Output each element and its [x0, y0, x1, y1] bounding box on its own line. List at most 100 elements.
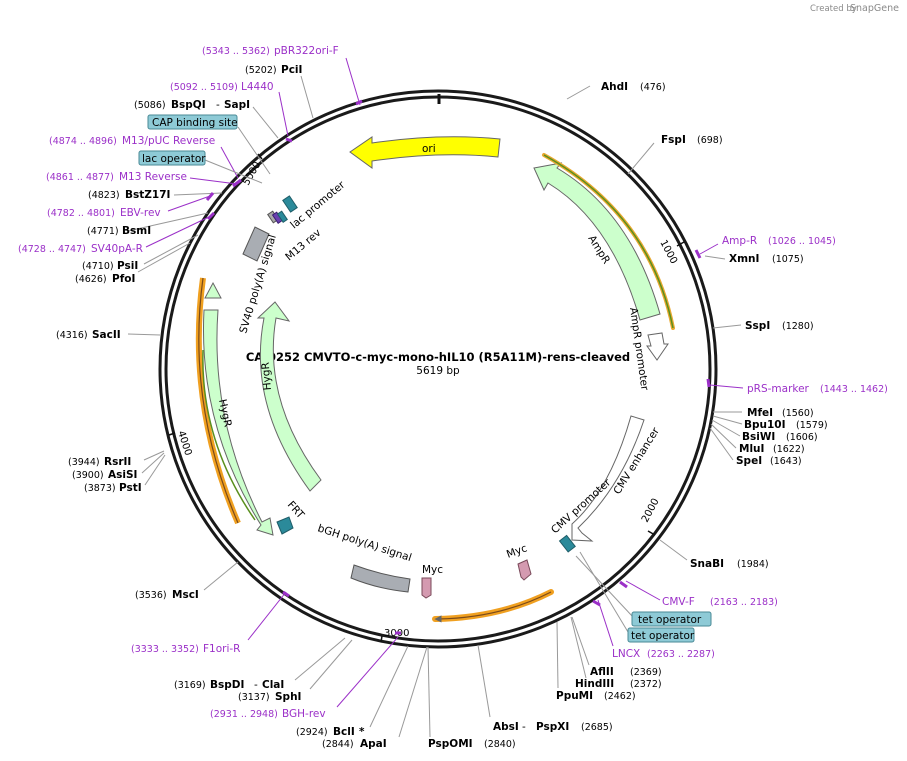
site-bpu10i-pos: (1579): [796, 420, 828, 431]
site-bsmi-pos: (4771): [87, 226, 119, 237]
site-psii-name: PsiI: [117, 260, 138, 272]
hygr-outer-label: HygR: [216, 398, 234, 428]
tet-operator-label-2: tet operator: [631, 630, 695, 642]
hygr-inner-label: HygR: [260, 362, 274, 391]
primers: pBR322ori-F (5343 .. 5362) L4440 (5092 .…: [18, 45, 888, 720]
site-sacii-pos: (4316): [56, 330, 88, 341]
site-pcii-name: PciI: [281, 64, 302, 76]
site-absi-name: AbsI: [493, 721, 519, 733]
site-bspqi-name: BspQI: [171, 99, 206, 111]
site-bspdi-name: BspDI: [210, 679, 244, 691]
ori-label: ori: [422, 143, 436, 155]
primer-lncx-range: (2263 .. 2287): [647, 649, 715, 660]
site-bsiwi-name: BsiWI: [742, 431, 775, 443]
primer-cmv-f-name: CMV-F: [662, 596, 695, 608]
site-bstz17i-name: BstZ17I: [125, 189, 170, 201]
site-bstz17i-pos: (4823): [88, 190, 120, 201]
primer-f1ori-r-name: F1ori-R: [203, 643, 240, 655]
site-msci-pos: (3536): [135, 590, 167, 601]
site-mfei-pos: (1560): [782, 408, 814, 419]
lac-operator-label: lac operator: [142, 153, 206, 165]
site-pspomi-name: PspOMI: [428, 738, 473, 750]
site-spei-pos: (1643): [770, 456, 802, 467]
bgh-label: bGH poly(A) signal: [316, 522, 413, 564]
lac-promoter-feature: lac promoter M13 rev: [267, 178, 348, 264]
svg-text:-: -: [254, 679, 258, 691]
sites-bottom: AflII (2369) HindIII (2372) PpuMI (2462)…: [135, 561, 662, 750]
primer-sv40pa-r-name: SV40pA-R: [91, 243, 143, 255]
site-sphi-name: SphI: [275, 691, 301, 703]
site-pcii-pos: (5202): [245, 65, 277, 76]
myc-inner-feature: Myc: [505, 542, 532, 581]
hygr-outer-feature: HygR: [195, 277, 274, 536]
primer-bgh-rev-range: (2931 .. 2948): [210, 709, 278, 720]
primer-bgh-rev-name: BGH-rev: [282, 708, 326, 720]
site-pfoi-pos: (4626): [75, 274, 107, 285]
site-mfei-name: MfeI: [747, 407, 773, 419]
site-sapi-name: SapI: [224, 99, 250, 111]
primer-m13-puc-reverse-range: (4874 .. 4896): [49, 136, 117, 147]
plasmid-name: CA-0252 CMVTO-c-myc-mono-hIL10 (R5A11M)-…: [246, 350, 630, 364]
site-bspqi-pos: (5086): [134, 100, 166, 111]
ampr-promoter-feature: AmpR promoter: [627, 307, 669, 392]
primer-prs-marker-range: (1443 .. 1462): [820, 384, 888, 395]
site-sspi-name: SspI: [745, 320, 770, 332]
cmv-promoter-label: CMV promoter: [549, 476, 614, 536]
site-sphi-pos: (3137): [238, 692, 270, 703]
svg-text:-: -: [216, 99, 220, 111]
primer-f1ori-r-range: (3333 .. 3352): [131, 644, 199, 655]
site-xmni-name: XmnI: [729, 253, 759, 265]
lac-promoter-label: lac promoter: [288, 178, 348, 231]
site-hindiii-pos: (2372): [630, 679, 662, 690]
myc-outer-label: Myc: [422, 564, 443, 576]
cap-binding-label: CAP binding site: [152, 117, 238, 129]
site-ppumi-name: PpuMI: [556, 690, 593, 702]
tet-operator-box-1: tet operator: [575, 555, 712, 627]
cap-binding-box: CAP binding site: [147, 114, 271, 175]
site-spei-name: SpeI: [736, 455, 762, 467]
site-snabi-pos: (1984): [737, 559, 769, 570]
site-hindiii-name: HindIII: [575, 678, 614, 690]
ampr-promoter-label: AmpR promoter: [627, 307, 651, 392]
site-pspxi-name: PspXI: [536, 721, 569, 733]
site-bsiwi-pos: (1606): [786, 432, 818, 443]
primer-cmv-f-range: (2163 .. 2183): [710, 597, 778, 608]
site-apai-pos: (2844): [322, 739, 354, 750]
orange-arc-bottom: [432, 589, 554, 622]
m13rev-label: M13 rev: [283, 227, 323, 264]
site-sspi-pos: (1280): [782, 321, 814, 332]
tick-2000: 2000: [640, 497, 662, 525]
site-mlui-name: MluI: [739, 443, 764, 455]
site-apai-name: ApaI: [360, 738, 387, 750]
tet-operator-box-2: tet operator: [579, 551, 695, 643]
tick-5000: 5000: [241, 160, 263, 188]
site-psii-pos: (4710): [82, 261, 114, 272]
site-fspi-pos: (698): [697, 135, 723, 146]
primer-prs-marker-name: pRS-marker: [747, 383, 810, 395]
site-ahdi-pos: (476): [640, 82, 666, 93]
site-bsmi-name: BsmI: [122, 225, 151, 237]
site-asisi-pos: (3900): [72, 470, 104, 481]
myc-outer-feature: Myc: [421, 564, 443, 599]
site-bcli-pos: (2924): [296, 727, 328, 738]
svg-text:-: -: [522, 721, 526, 733]
primer-sv40pa-r-range: (4728 .. 4747): [18, 244, 86, 255]
site-xmni-pos: (1075): [772, 254, 804, 265]
primer-m13-reverse-name: M13 Reverse: [119, 171, 187, 183]
site-rsrii-name: RsrII: [104, 456, 131, 468]
frt-feature: FRT: [276, 499, 307, 535]
site-mlui-pos: (1622): [773, 444, 805, 455]
primer-m13-puc-reverse-name: M13/pUC Reverse: [122, 135, 215, 147]
site-bpu10i-name: Bpu10I: [744, 419, 786, 431]
site-pspomi-pos: (2840): [484, 739, 516, 750]
site-rsrii-pos: (3944): [68, 457, 100, 468]
bgh-feature: bGH poly(A) signal: [316, 522, 413, 593]
site-pfoi-name: PfoI: [112, 273, 135, 285]
primer-ebv-rev-name: EBV-rev: [120, 207, 161, 219]
site-bcli-name: BclI: [333, 726, 355, 738]
site-aflii-pos: (2369): [630, 667, 662, 678]
primer-lncx-name: LNCX: [612, 648, 640, 660]
site-psti-pos: (3873): [84, 483, 116, 494]
primer-ebv-rev-range: (4782 .. 4801): [47, 208, 115, 219]
primer-pbr322ori-f-name: pBR322ori-F: [274, 45, 339, 57]
